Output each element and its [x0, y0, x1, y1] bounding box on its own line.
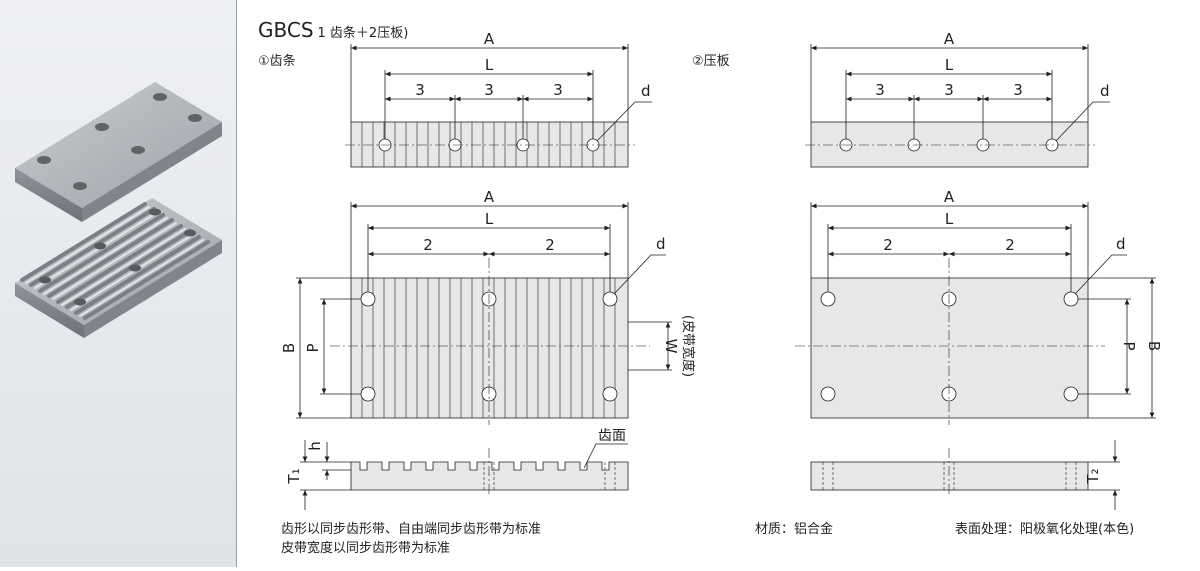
plate-side-pitch-2: 3	[944, 81, 954, 99]
rack-image	[15, 198, 222, 338]
rack-plan-dim-A: A	[484, 188, 495, 206]
tooth-face-label: 齿面	[598, 428, 626, 444]
plate-side-dim-L: L	[945, 56, 954, 74]
rack-plan-pitch-1: 2	[423, 236, 433, 254]
rack-plan-dim-W: W	[662, 339, 680, 354]
plate-view-label: ②压板	[692, 54, 730, 69]
plate-plan-pitch-1: 2	[883, 236, 893, 254]
model-subtitle: 1 齿条＋2压板)	[317, 26, 409, 41]
plate-plan-view	[795, 202, 1156, 425]
plate-plan-pitch-2: 2	[1005, 236, 1015, 254]
material-note: 材质：铝合金	[755, 522, 834, 537]
rack-plan-dim-B: B	[280, 343, 298, 353]
belt-width-note: (皮带宽度)	[680, 315, 696, 377]
rack-view-label: ①齿条	[258, 54, 296, 69]
rack-plan-view	[296, 202, 672, 425]
rack-side-pitch-3: 3	[553, 81, 563, 99]
standard-note-2: 皮带宽度以同步齿形带为标准	[281, 541, 451, 556]
plate-side-view	[805, 44, 1110, 168]
rack-end-dim-T1: T₁	[285, 468, 303, 484]
rack-side-dim-A: A	[484, 30, 495, 48]
rack-end-view	[300, 440, 629, 510]
rack-plan-dim-d: d	[656, 235, 666, 253]
plate-plan-dim-d: d	[1116, 235, 1126, 253]
plate-side-dim-A: A	[944, 30, 955, 48]
plate-side-dim-d: d	[1100, 82, 1110, 100]
rack-side-view	[345, 44, 652, 168]
plate-plan-dim-B: B	[1145, 341, 1163, 351]
plate-end-dim-T2: T₂	[1084, 468, 1102, 484]
model-code: GBCS	[258, 18, 314, 42]
pressure-plate-image	[15, 82, 222, 222]
rack-plan-pitch-2: 2	[545, 236, 555, 254]
plate-side-pitch-1: 3	[875, 81, 885, 99]
standard-note-1: 齿形以同步齿形带、自由端同步齿形带为标准	[281, 522, 542, 537]
rack-side-pitch-2: 3	[484, 81, 494, 99]
rack-plan-dim-P: P	[304, 343, 322, 352]
plate-end-view	[810, 440, 1120, 510]
plate-plan-dim-P: P	[1120, 341, 1138, 350]
plate-plan-dim-L: L	[945, 210, 954, 228]
rack-plan-dim-L: L	[485, 210, 494, 228]
rack-side-dim-L: L	[485, 56, 494, 74]
rack-side-pitch-1: 3	[415, 81, 425, 99]
surface-treatment-note: 表面处理：阳极氧化处理(本色)	[955, 522, 1135, 537]
rack-end-dim-h: h	[306, 441, 324, 451]
product-photo-panel	[0, 0, 237, 567]
rack-side-dim-d: d	[641, 82, 651, 100]
product-photo	[15, 82, 222, 338]
plate-plan-dim-A: A	[944, 188, 955, 206]
plate-side-pitch-3: 3	[1013, 81, 1023, 99]
